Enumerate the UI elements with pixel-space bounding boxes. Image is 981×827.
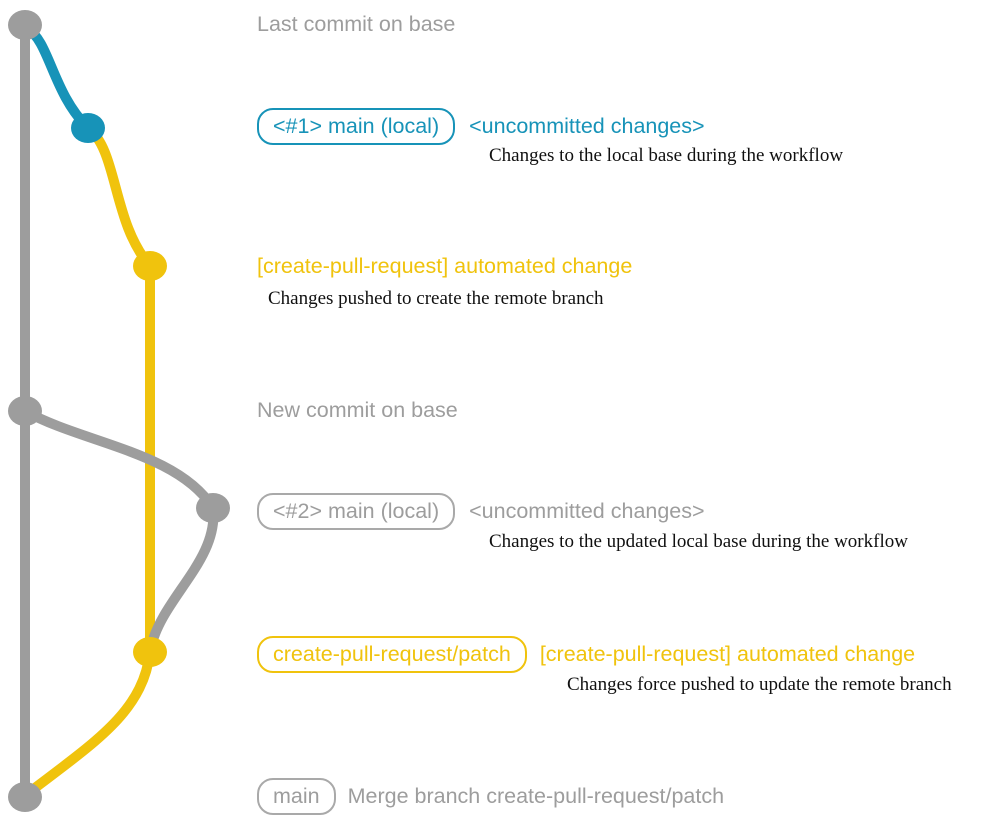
merge-row: main Merge branch create-pull-request/pa…	[257, 778, 724, 815]
commit-node-last-base	[8, 10, 42, 40]
automated-change-1-label: [create-pull-request] automated change	[257, 254, 633, 278]
commit-node-automated-2	[133, 637, 167, 667]
local-main-2-status: <uncommitted changes>	[469, 499, 705, 523]
automated-change-1-caption: Changes pushed to create the remote bran…	[268, 288, 604, 309]
commit-node-merge	[8, 782, 42, 812]
local-main-1-badge: <#1> main (local)	[257, 108, 456, 145]
automated-change-2-caption: Changes force pushed to update the remot…	[567, 674, 952, 695]
rebase-curve-in	[146, 503, 219, 652]
main-badge: main	[257, 778, 336, 815]
rebase-curve-out	[20, 406, 218, 513]
commit-node-automated-1	[133, 251, 167, 281]
local-main-1-status: <uncommitted changes>	[469, 114, 705, 138]
commit-node-local-main-2	[196, 493, 230, 523]
new-commit-label: New commit on base	[257, 398, 458, 422]
automated-change-2-label: [create-pull-request] automated change	[539, 642, 916, 666]
merge-label: Merge branch create-pull-request/patch	[347, 784, 725, 808]
local-main-2-badge: <#2> main (local)	[257, 493, 456, 530]
last-commit-label: Last commit on base	[257, 12, 456, 36]
local-main-curve	[22, 23, 93, 133]
local-main-2-row: <#2> main (local) <uncommitted changes>	[257, 493, 705, 530]
local-main-2-caption: Changes to the updated local base during…	[489, 531, 908, 552]
commit-node-local-main-1	[71, 113, 105, 143]
commit-node-new-base	[8, 396, 42, 426]
automated-change-2-row: create-pull-request/patch [create-pull-r…	[257, 636, 915, 673]
patch-branch-curve-top	[83, 123, 155, 271]
patch-merge-curve	[22, 647, 155, 799]
patch-branch-badge: create-pull-request/patch	[257, 636, 527, 673]
local-main-1-caption: Changes to the local base during the wor…	[489, 145, 844, 166]
local-main-1-row: <#1> main (local) <uncommitted changes>	[257, 108, 705, 145]
